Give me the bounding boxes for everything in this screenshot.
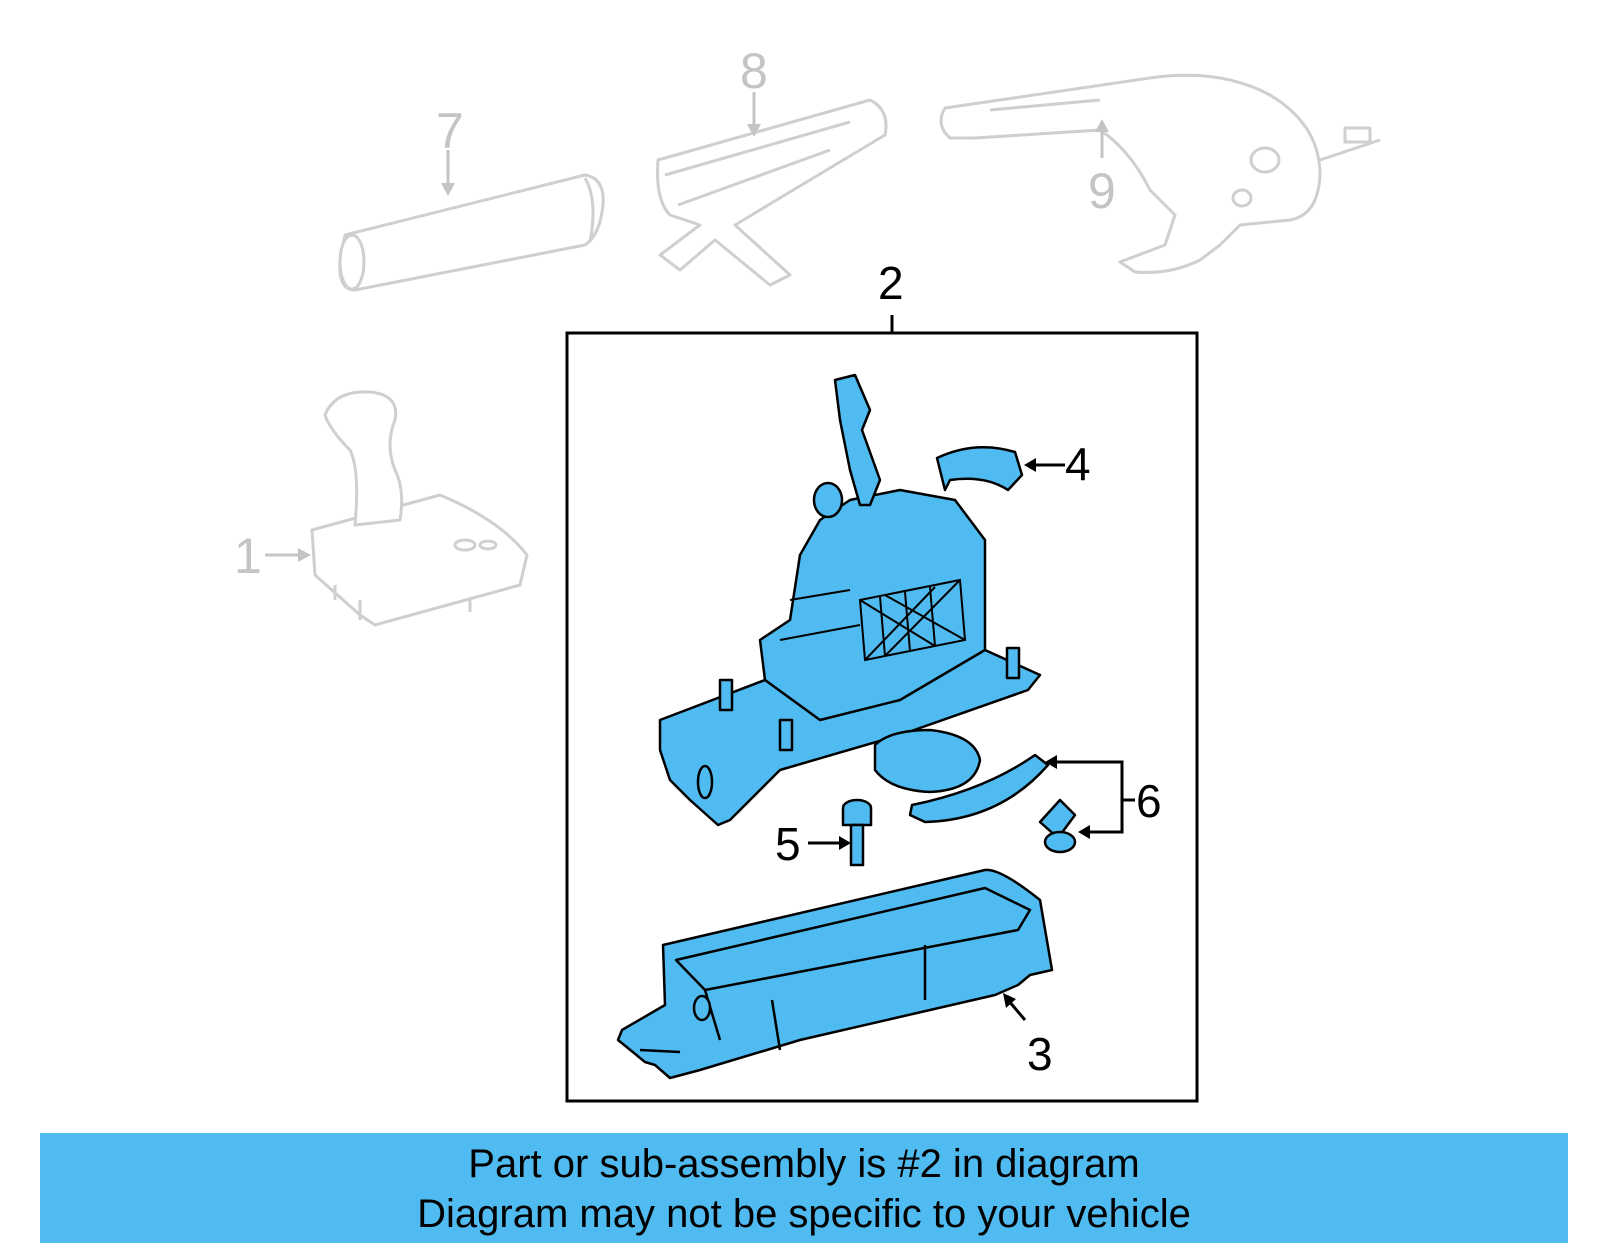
- arrow-8: [747, 124, 761, 137]
- part-7-handle-grip[interactable]: [338, 173, 605, 292]
- part-1-shift-knob-bezel[interactable]: [310, 390, 529, 627]
- shifter-assembly[interactable]: [658, 373, 1042, 827]
- banner-line-1: Part or sub-assembly is #2 in diagram: [468, 1142, 1140, 1186]
- part-3-lower-housing[interactable]: [616, 868, 1054, 1080]
- callout-8: 8: [740, 43, 768, 99]
- callout-1: 1: [234, 528, 262, 584]
- arrow-9: [1095, 119, 1109, 132]
- callout-4: 4: [1065, 438, 1091, 490]
- callout-2: 2: [878, 257, 904, 309]
- callout-7: 7: [436, 103, 464, 159]
- assembly-box-2: [565, 331, 1199, 1103]
- arrow-5: [839, 836, 851, 850]
- part-6-cover-and-screw[interactable]: [908, 753, 1077, 854]
- part-4-indicator-plate[interactable]: [935, 445, 1024, 492]
- callout-9: 9: [1088, 163, 1116, 219]
- banner-line-2: Diagram may not be specific to your vehi…: [417, 1192, 1191, 1236]
- part-5-bolt[interactable]: [841, 798, 873, 867]
- callout-6: 6: [1136, 775, 1162, 827]
- arrow-6b: [1078, 825, 1090, 839]
- leader-6: [1050, 760, 1124, 834]
- shifter-grid-detail: [779, 578, 967, 662]
- arrow-1: [298, 548, 311, 562]
- arrow-6a: [1045, 755, 1057, 769]
- part-9-brake-lever-assembly[interactable]: [939, 73, 1381, 274]
- callout-3: 3: [1027, 1028, 1053, 1080]
- arrow-7: [441, 183, 455, 196]
- callout-5: 5: [775, 818, 801, 870]
- info-banner: Part or sub-assembly is #2 in diagram Di…: [40, 1133, 1568, 1243]
- arrow-4: [1024, 458, 1036, 472]
- part-8-lever-cover[interactable]: [656, 98, 888, 287]
- arrow-3: [1003, 993, 1016, 1008]
